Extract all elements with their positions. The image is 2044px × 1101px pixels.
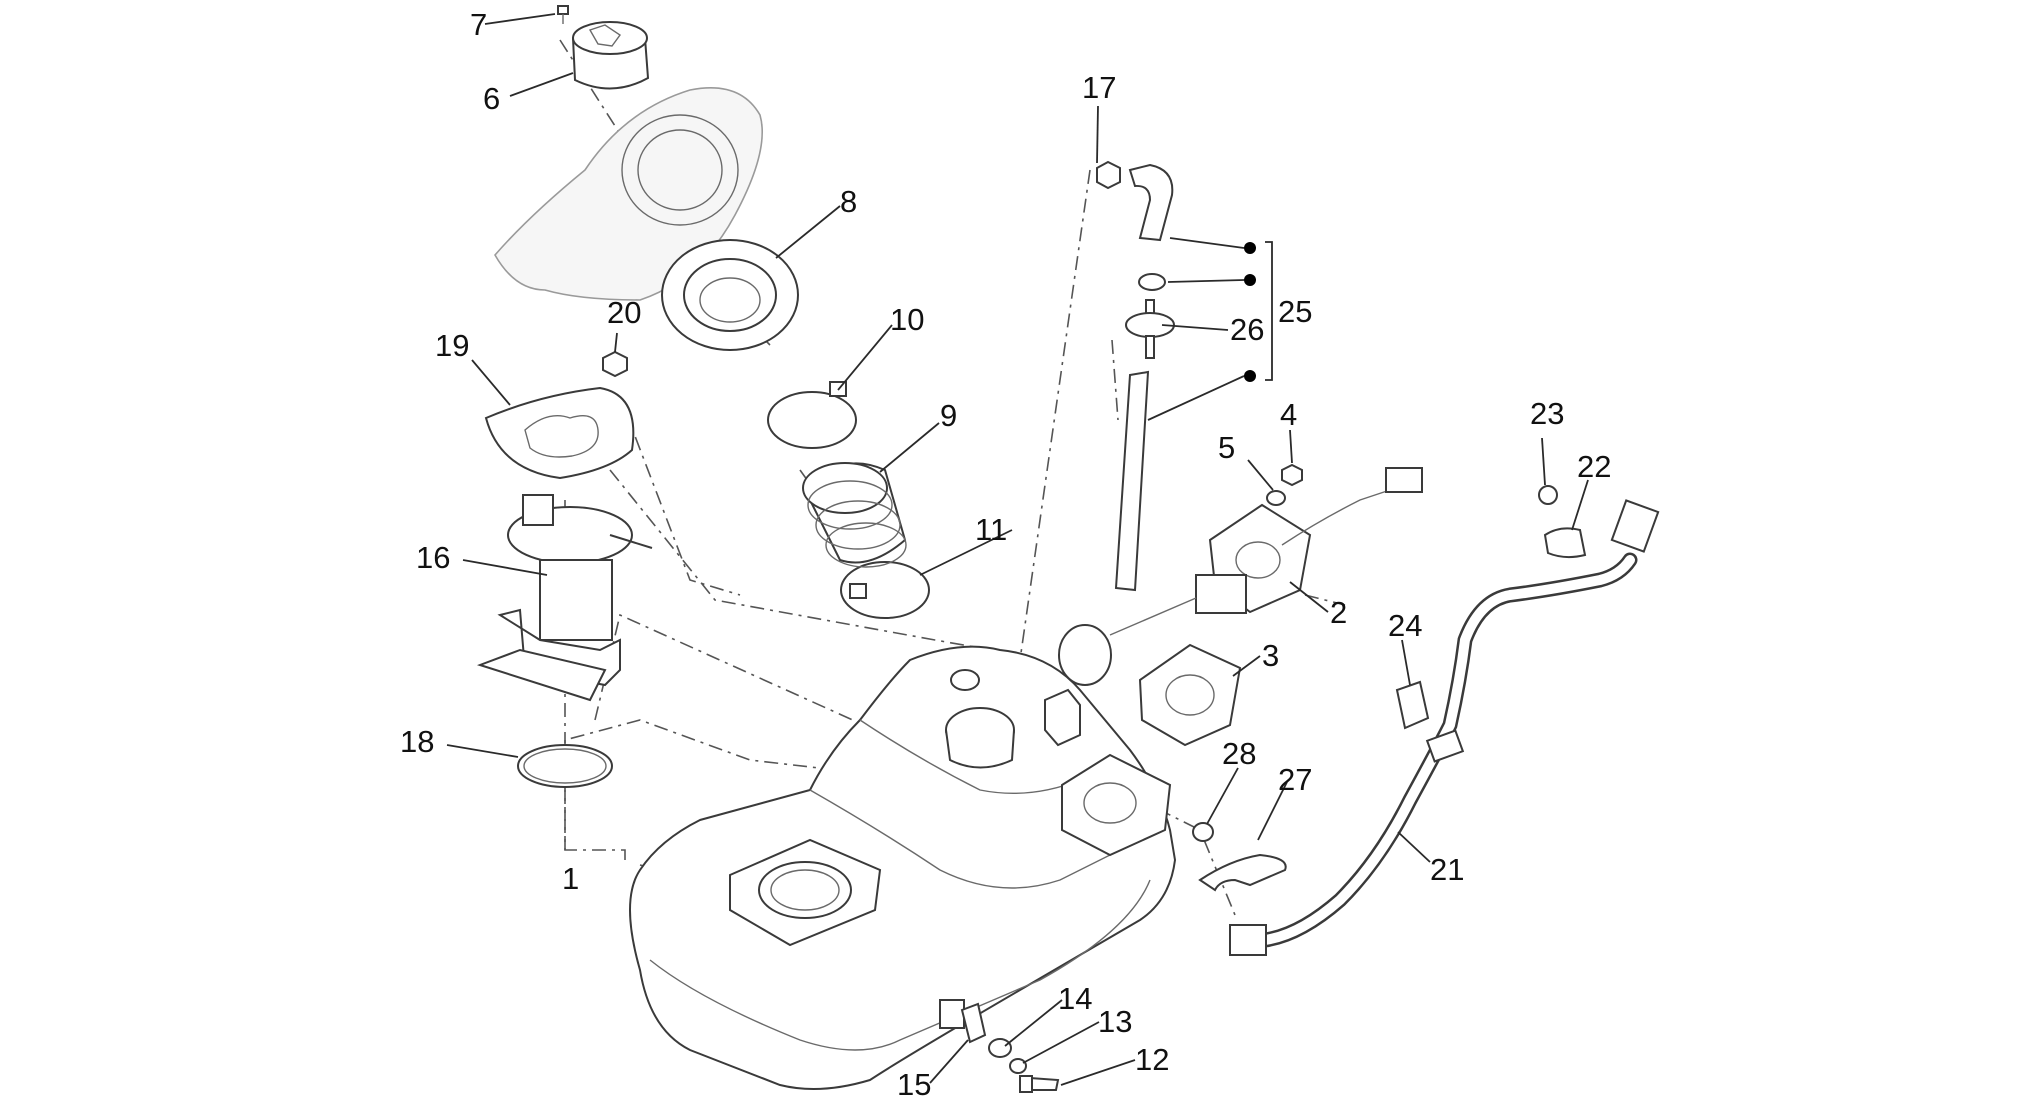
- callout-13: 13: [1098, 1004, 1132, 1039]
- cap-screw: [557, 5, 569, 24]
- callout-19: 19: [435, 328, 469, 363]
- callout-10: 10: [890, 302, 924, 337]
- callout-28: 28: [1222, 736, 1256, 771]
- callout-20: 20: [607, 295, 641, 330]
- callout-labels: 1 2 3 4 5 6 7 8 9 10 11 12 13 14 15 16 1…: [400, 7, 1611, 1101]
- bracket-nut: [1192, 822, 1214, 842]
- mount-washer-small: [1009, 1058, 1027, 1074]
- callout-24: 24: [1388, 608, 1422, 643]
- callout-23: 23: [1530, 396, 1564, 431]
- callout-11: 11: [975, 512, 1007, 547]
- clip-screw: [1538, 485, 1558, 505]
- callout-16: 16: [416, 540, 450, 575]
- hose-bracket: [1198, 853, 1287, 892]
- rollover-valve: [1125, 299, 1175, 359]
- callout-17: 17: [1082, 70, 1116, 105]
- callout-7: 7: [470, 7, 487, 42]
- fuel-delivery-hose: [1229, 499, 1660, 956]
- callout-8: 8: [840, 184, 857, 219]
- callout-25: 25: [1278, 294, 1312, 329]
- mount-washer-large: [988, 1038, 1012, 1058]
- kit-dot-3: [1244, 370, 1256, 382]
- callout-18: 18: [400, 724, 434, 759]
- sender-nut: [1281, 463, 1303, 487]
- pump-nut: [602, 350, 628, 378]
- callout-4: 4: [1280, 397, 1297, 432]
- kit-dot-1: [1244, 242, 1256, 254]
- lower-hose-clamp: [840, 561, 930, 619]
- callout-3: 3: [1262, 638, 1279, 673]
- callout-21: 21: [1430, 852, 1464, 887]
- breather-elbow-hose: [1128, 163, 1174, 242]
- sender-washer: [1266, 490, 1286, 506]
- callout-27: 27: [1278, 762, 1312, 797]
- kit-dot-2: [1244, 274, 1256, 286]
- mount-clip: [960, 1002, 987, 1044]
- mount-bolt: [1019, 1075, 1060, 1093]
- callout-12: 12: [1135, 1042, 1169, 1077]
- fuel-pump: [476, 494, 653, 702]
- filler-hose: [802, 462, 907, 568]
- breather-long-hose: [1114, 370, 1150, 592]
- fuel-pump-gasket: [484, 386, 635, 480]
- callout-26: 26: [1230, 312, 1264, 347]
- filler-flange: [661, 239, 799, 351]
- hose-clip: [1543, 527, 1587, 559]
- fuel-cap: [571, 21, 650, 90]
- kit-indicator-dots: [1244, 241, 1273, 382]
- fuel-level-sender: [1058, 467, 1423, 686]
- callout-9: 9: [940, 398, 957, 433]
- fuel-tank: [629, 645, 1177, 1090]
- callout-6: 6: [483, 81, 500, 116]
- leader-lines: [446, 13, 1589, 1086]
- callout-15: 15: [897, 1067, 931, 1101]
- breather-ring: [1138, 273, 1166, 291]
- upper-hose-clamp: [767, 381, 857, 449]
- pump-o-ring: [517, 744, 613, 788]
- hose-retainer: [1395, 680, 1430, 730]
- callout-5: 5: [1218, 430, 1235, 465]
- sender-gasket: [1138, 643, 1242, 747]
- callout-1: 1: [562, 861, 579, 896]
- callout-14: 14: [1058, 981, 1092, 1016]
- callout-2: 2: [1330, 595, 1347, 630]
- breather-union: [1096, 160, 1121, 190]
- callout-22: 22: [1577, 449, 1611, 484]
